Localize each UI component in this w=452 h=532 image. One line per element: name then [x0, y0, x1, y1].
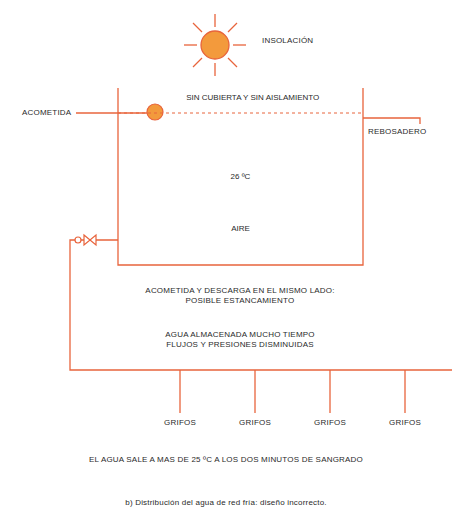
tap-pipe [179, 370, 180, 413]
float-ball [147, 104, 163, 120]
tap-label: GRIFOS [389, 418, 421, 428]
tank-label: 26 ºC [231, 172, 251, 182]
tank-label: AIRE [231, 224, 250, 234]
outlet-pipe [70, 240, 452, 370]
tap-pipe [329, 370, 330, 413]
valve [75, 235, 96, 245]
sun-rays [184, 14, 246, 76]
sun-label: INSOLACIÓN [262, 36, 313, 46]
caption: b) Distribución del agua de red fría: di… [125, 498, 327, 508]
tap-label: GRIFOS [314, 418, 346, 428]
tank-note: SIN CUBIERTA Y SIN AISLAMIENTO [183, 93, 323, 103]
note: EL AGUA SALE A MAS DE 25 ºC A LOS DOS MI… [89, 455, 363, 465]
tank-wall [118, 88, 363, 265]
overflow-label: REBOSADERO [368, 127, 426, 137]
storage-tank: SIN CUBIERTA Y SIN AISLAMIENTO 26 ºC AIRE [118, 88, 363, 265]
water-level [118, 113, 363, 114]
tap-pipe [404, 370, 405, 413]
overflow-pipe [363, 118, 420, 124]
tap-label: GRIFOS [164, 418, 196, 428]
sun [201, 31, 229, 59]
tap-pipe [254, 370, 255, 413]
inlet-label: ACOMETIDA [22, 108, 71, 118]
tap-label: GRIFOS [239, 418, 271, 428]
note: AGUA ALMACENADA MUCHO TIEMPO FLUJOS Y PR… [153, 330, 328, 350]
note: ACOMETIDA Y DESCARGA EN EL MISMO LADO: P… [130, 286, 350, 306]
